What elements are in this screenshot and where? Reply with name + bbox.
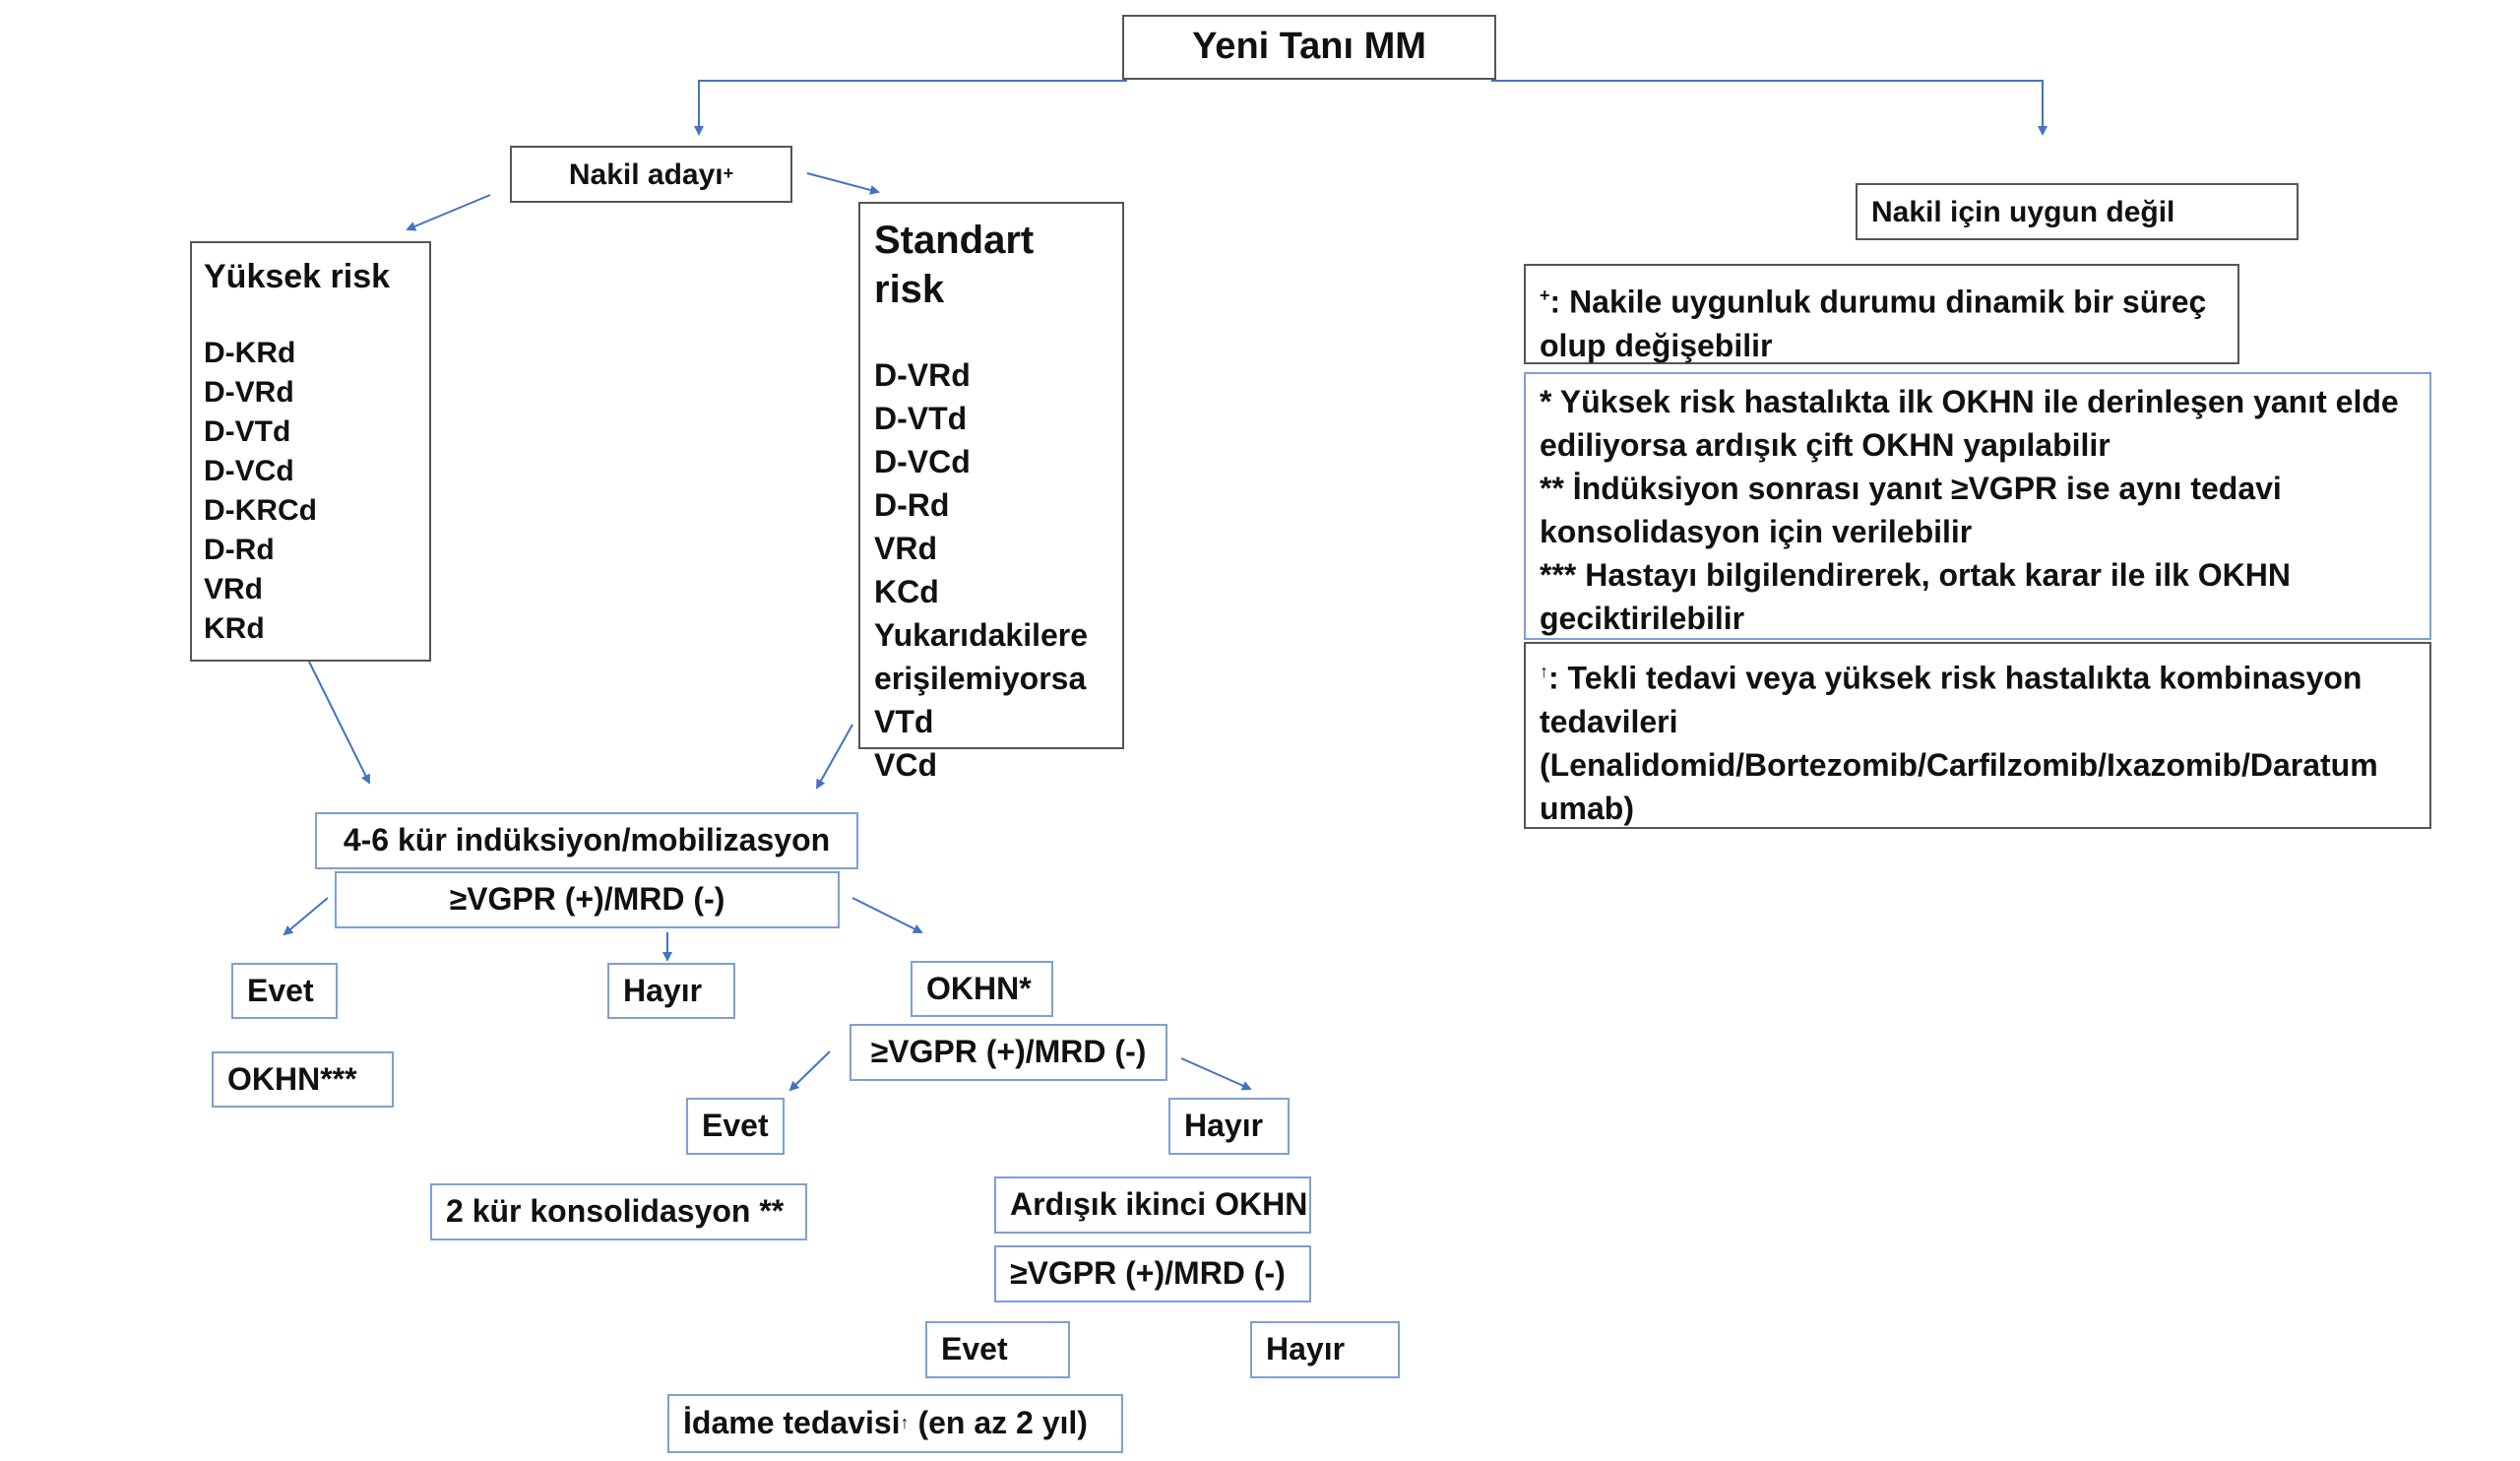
okhn-3star-label: OKHN***: [227, 1060, 357, 1097]
title-box: Yeni Tanı MM: [1122, 15, 1496, 80]
standard-risk-item: KCd: [874, 574, 939, 609]
no-label-2: Hayır: [1184, 1108, 1264, 1144]
note-plus-line: olup değişebilir: [1540, 327, 1773, 363]
arrow-candidate-to-high-risk: [406, 194, 491, 231]
note-dagger-line: umab): [1540, 790, 1634, 826]
transplant-candidate-label: Nakil adayı: [568, 158, 724, 191]
no-box-3: Hayır: [1250, 1321, 1400, 1378]
note-stars-line: konsolidasyon için verilebilir: [1540, 514, 1973, 549]
arrow-high-risk-to-induction: [308, 661, 370, 785]
note-plus-mark: +: [1540, 286, 1550, 305]
standard-risk-item: erişilemiyorsa: [874, 661, 1087, 696]
standard-risk-item: VCd: [874, 747, 937, 783]
induction-label: 4-6 kür indüksiyon/mobilizasyon: [343, 822, 831, 858]
no-label-1: Hayır: [623, 972, 703, 1008]
second-okhn-label: Ardışık ikinci OKHN: [1010, 1186, 1308, 1223]
standard-risk-item: D-VRd: [874, 357, 971, 393]
second-okhn-box: Ardışık ikinci OKHN: [994, 1176, 1311, 1234]
note-dagger-line: ↑: Tekli tedavi veya yüksek risk hastalı…: [1540, 650, 2362, 700]
standard-risk-title: Standart risk: [874, 219, 1035, 311]
high-risk-item: D-VTd: [204, 415, 291, 448]
high-risk-title: Yüksek risk: [204, 258, 391, 295]
note-dagger-line: (Lenalidomid/Bortezomib/Carfilzomib/Ixaz…: [1540, 746, 2378, 783]
note-dagger-box: ↑: Tekli tedavi veya yüksek risk hastalı…: [1524, 642, 2431, 829]
note-stars-line: *** Hastayı bilgilendirerek, ortak karar…: [1540, 557, 2291, 593]
no-label-3: Hayır: [1266, 1331, 1346, 1367]
maintenance-label: İdame tedavisi: [683, 1405, 901, 1441]
arrow-response1-to-yes: [283, 897, 329, 936]
arrow-response2-to-no: [1180, 1057, 1252, 1091]
yes-box-3: Evet: [925, 1321, 1070, 1378]
arrow-candidate-to-standard-risk: [806, 172, 880, 195]
okhn-label: OKHN*: [926, 970, 1032, 1006]
note-plus-line: +: Nakile uygunluk durumu dinamik bir sü…: [1540, 274, 2206, 324]
note-stars-line: ediliyorsa ardışık çift OKHN yapılabilir: [1540, 427, 2110, 463]
consolidation-box: 2 kür konsolidasyon **: [430, 1183, 807, 1240]
note-dagger-text: : Tekli tedavi veya yüksek risk hastalık…: [1548, 660, 2362, 696]
note-stars-line: * Yüksek risk hastalıkta ilk OKHN ile de…: [1540, 384, 2399, 419]
note-plus-text: : Nakile uygunluk durumu dinamik bir sür…: [1549, 284, 2207, 320]
standard-risk-item: VRd: [874, 531, 937, 566]
okhn-box: OKHN*: [911, 961, 1053, 1017]
note-dagger-mark: ↑: [1540, 662, 1548, 681]
not-eligible-box: Nakil için uygun değil: [1856, 183, 2299, 240]
plus-mark: +: [723, 163, 734, 184]
note-stars-line: ** İndüksiyon sonrası yanıt ≥VGPR ise ay…: [1540, 471, 2282, 506]
high-risk-item: D-VCd: [204, 455, 294, 487]
yes-box-1: Evet: [231, 963, 338, 1019]
response-label-3: ≥VGPR (+)/MRD (-): [1010, 1255, 1286, 1292]
induction-box: 4-6 kür indüksiyon/mobilizasyon: [315, 812, 858, 869]
maintenance-suffix: (en az 2 yıl): [909, 1405, 1088, 1441]
high-risk-item: VRd: [204, 573, 263, 605]
standard-risk-item: VTd: [874, 704, 934, 739]
standard-risk-box: Standart risk D-VRd D-VTd D-VCd D-Rd VRd…: [858, 202, 1124, 783]
arrow-title-to-not-eligible: [1491, 80, 2048, 136]
response-label-1: ≥VGPR (+)/MRD (-): [449, 881, 725, 918]
no-box-1: Hayır: [607, 963, 735, 1019]
transplant-candidate-box: Nakil adayı+: [510, 146, 792, 203]
maintenance-box: İdame tedavisi↑ (en az 2 yıl): [667, 1394, 1123, 1453]
yes-label-1: Evet: [247, 972, 314, 1008]
no-box-2: Hayır: [1168, 1098, 1290, 1155]
high-risk-item: D-KRd: [204, 337, 296, 369]
high-risk-item: KRd: [204, 612, 265, 645]
note-plus-box: +: Nakile uygunluk durumu dinamik bir sü…: [1524, 264, 2239, 364]
note-stars-line: geciktirilebilir: [1540, 601, 1745, 636]
dagger-mark: ↑: [900, 1413, 910, 1433]
note-stars-box: * Yüksek risk hastalıkta ilk OKHN ile de…: [1524, 372, 2431, 640]
high-risk-item: D-Rd: [204, 534, 275, 566]
response-label-2: ≥VGPR (+)/MRD (-): [870, 1034, 1147, 1070]
yes-box-2: Evet: [686, 1098, 785, 1155]
response-box-1: ≥VGPR (+)/MRD (-): [335, 871, 840, 928]
yes-label-3: Evet: [941, 1331, 1008, 1367]
arrow-response1-to-okhn: [851, 897, 923, 933]
response-box-3: ≥VGPR (+)/MRD (-): [994, 1245, 1311, 1302]
okhn-3star-box: OKHN***: [212, 1051, 394, 1108]
high-risk-item: D-KRCd: [204, 494, 317, 527]
arrow-title-to-candidate: [694, 80, 1127, 136]
standard-risk-item: Yukarıdakilere: [874, 617, 1089, 653]
yes-label-2: Evet: [702, 1108, 769, 1144]
standard-risk-item: D-VTd: [874, 401, 968, 436]
standard-risk-item: D-Rd: [874, 487, 950, 523]
not-eligible-label: Nakil için uygun değil: [1871, 195, 2175, 228]
standard-risk-item: D-VCd: [874, 444, 971, 479]
high-risk-item: D-VRd: [204, 376, 294, 409]
consolidation-label: 2 kür konsolidasyon **: [446, 1193, 785, 1230]
title-text: Yeni Tanı MM: [1192, 26, 1426, 68]
arrow-response2-to-yes: [788, 1050, 831, 1092]
high-risk-box: Yüksek risk D-KRd D-VRd D-VTd D-VCd D-KR…: [190, 241, 431, 662]
response-box-2: ≥VGPR (+)/MRD (-): [850, 1024, 1167, 1081]
note-dagger-line: tedavileri: [1540, 703, 1678, 739]
arrow-standard-risk-to-induction: [816, 724, 853, 790]
